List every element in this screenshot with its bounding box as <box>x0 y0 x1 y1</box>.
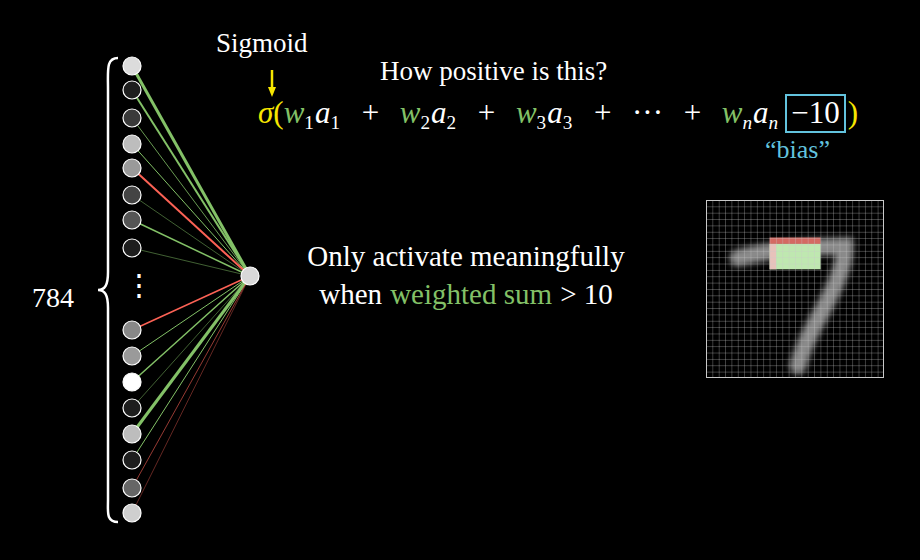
note-text: > 10 <box>560 280 613 309</box>
subscript: 1 <box>304 113 314 132</box>
function-name: Sigmoid <box>216 30 308 57</box>
ellipsis-dots: ⋮ <box>124 270 154 300</box>
activation: a <box>315 97 331 128</box>
input-neuron <box>123 399 141 417</box>
input-neuron <box>123 186 141 204</box>
subscript: 3 <box>537 113 547 132</box>
formula-group: σ(w1a1 <box>258 97 341 128</box>
input-neuron <box>123 135 141 153</box>
activation: a <box>753 97 769 128</box>
pixel-image <box>706 200 884 378</box>
formula-group: + <box>478 97 495 128</box>
subscript: 3 <box>563 113 573 132</box>
input-neuron <box>123 211 141 229</box>
note-highlight: weighted sum <box>390 280 552 309</box>
note-text: Only activate meaningfully <box>307 242 624 271</box>
weight-line <box>132 118 250 276</box>
bias-box: −10 <box>785 94 845 133</box>
subscript: n <box>769 113 779 132</box>
subscript: 1 <box>330 113 340 132</box>
input-neuron <box>123 479 141 497</box>
weight-line <box>132 276 250 488</box>
weight-line <box>132 90 250 276</box>
input-neuron <box>123 347 141 365</box>
formula-group: w3a3 <box>516 97 573 128</box>
formula: σ(w1a1+w2a2+w3a3+···+wnan−10) <box>258 94 858 133</box>
sigma: σ <box>258 97 273 128</box>
input-neuron <box>123 239 141 257</box>
input-neuron <box>123 321 141 339</box>
formula-group: ··· <box>632 97 663 128</box>
output-neuron <box>241 267 259 285</box>
bias-label: “bias” <box>765 137 830 163</box>
formula-group: + <box>684 97 701 128</box>
formula-group: wnan−10) <box>722 94 858 133</box>
note-text: when <box>319 280 382 309</box>
neuron-count: 784 <box>32 284 74 312</box>
subscript: 2 <box>420 113 430 132</box>
weight-line <box>132 66 250 276</box>
input-neuron <box>123 504 141 522</box>
formula-group: + <box>362 97 379 128</box>
subscript: n <box>742 113 752 132</box>
input-neuron <box>123 425 141 443</box>
subscript: 2 <box>447 113 457 132</box>
note-line: Only activate meaningfully <box>236 242 696 271</box>
weight-line <box>132 195 250 276</box>
plus: + <box>362 97 379 128</box>
weight-line <box>132 220 250 276</box>
plus: + <box>478 97 495 128</box>
bias-value: −10 <box>791 95 839 130</box>
formula-group: w2a2 <box>400 97 457 128</box>
formula-group: + <box>594 97 611 128</box>
question-text: How positive is this? <box>380 58 607 85</box>
activation: a <box>547 97 563 128</box>
paren: ) <box>848 97 858 128</box>
plus: + <box>594 97 611 128</box>
weight: w <box>400 97 421 128</box>
input-neuron <box>123 81 141 99</box>
ellipsis: ··· <box>632 97 663 128</box>
brace <box>98 58 118 522</box>
sigmoid-arrow <box>271 70 274 92</box>
input-neuron <box>123 57 141 75</box>
weight-line <box>132 276 250 513</box>
note-line: when weighted sum > 10 <box>236 280 696 309</box>
plus: + <box>684 97 701 128</box>
activation: a <box>431 97 447 128</box>
input-neuron <box>123 373 141 391</box>
weight: w <box>284 97 305 128</box>
weight-line <box>132 168 250 276</box>
input-neuron <box>123 159 141 177</box>
input-neuron <box>123 109 141 127</box>
weight-line <box>132 144 250 276</box>
input-neuron <box>123 451 141 469</box>
weight: w <box>722 97 743 128</box>
weight: w <box>516 97 537 128</box>
paren: ( <box>273 97 283 128</box>
weight-line <box>132 276 250 460</box>
